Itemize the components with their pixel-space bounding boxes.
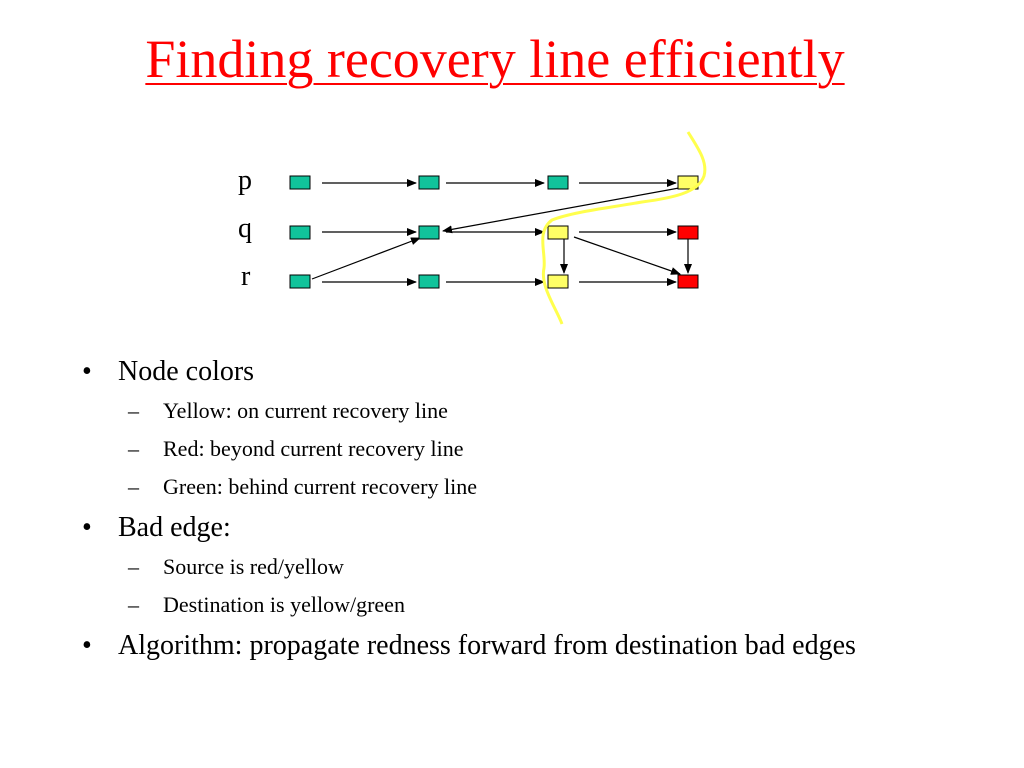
node-r2 xyxy=(418,274,440,289)
sub-bullet-mark: – xyxy=(128,398,139,423)
sub-bullet-mark: – xyxy=(128,554,139,579)
sub-bullet-text: Yellow: on current recovery line xyxy=(163,398,448,423)
sub-bullet-mark: – xyxy=(128,474,139,499)
sub-bullet-mark: – xyxy=(128,436,139,461)
bullet-mark: • xyxy=(82,630,92,661)
node-p1 xyxy=(289,175,311,190)
edge-p4-q2 xyxy=(442,185,691,234)
sub-bullet-text: Destination is yellow/green xyxy=(163,592,405,617)
bullet-list: • Node colors – Yellow: on current recov… xyxy=(80,354,910,666)
bullet-mark: • xyxy=(82,512,92,543)
node-q1 xyxy=(289,225,311,240)
bullet-text: Bad edge: xyxy=(118,512,231,543)
sub-bullet-text: Green: behind current recovery line xyxy=(163,474,477,499)
process-label-p: p xyxy=(238,165,252,196)
sub-bullet-yellow: – Yellow: on current recovery line xyxy=(80,392,910,430)
recovery-line-diagram: p q r xyxy=(238,131,707,325)
node-q4 xyxy=(677,225,699,240)
sub-bullet-mark: – xyxy=(128,592,139,617)
bullet-bad-edge: • Bad edge: xyxy=(80,510,910,546)
edge-r1-q2 xyxy=(311,237,421,280)
process-label-q: q xyxy=(238,213,252,244)
sub-bullet-source: – Source is red/yellow xyxy=(80,548,910,586)
sub-bullet-red: – Red: beyond current recovery line xyxy=(80,430,910,468)
bullet-mark: • xyxy=(82,356,92,387)
node-r3 xyxy=(547,274,569,289)
sub-bullet-text: Source is red/yellow xyxy=(163,554,344,579)
node-p4 xyxy=(677,175,699,190)
node-q3 xyxy=(547,225,569,240)
node-q2 xyxy=(418,225,440,240)
recovery-line-curve xyxy=(541,131,707,325)
node-p3 xyxy=(547,175,569,190)
bullet-text: Algorithm: propagate redness forward fro… xyxy=(118,630,856,661)
slide-title: Finding recovery line efficiently xyxy=(145,29,845,89)
sub-bullet-green: – Green: behind current recovery line xyxy=(80,468,910,506)
sub-bullet-destination: – Destination is yellow/green xyxy=(80,586,910,624)
node-r4 xyxy=(677,274,699,289)
node-p2 xyxy=(418,175,440,190)
process-label-r: r xyxy=(241,261,251,292)
node-r1 xyxy=(289,274,311,289)
edge-q3-r4 xyxy=(573,236,681,275)
bullet-node-colors: • Node colors xyxy=(80,354,910,390)
bullet-text: Node colors xyxy=(118,356,255,387)
sub-bullet-text: Red: beyond current recovery line xyxy=(163,436,464,461)
bullet-algorithm: • Algorithm: propagate redness forward f… xyxy=(80,628,910,664)
